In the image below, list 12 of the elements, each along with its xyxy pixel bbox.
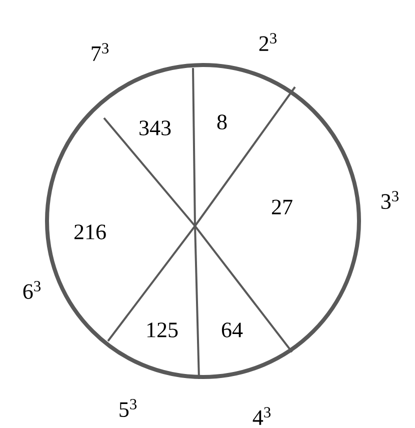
number-label: 125 (147, 322, 178, 338)
number-label: 3$^{3}$ (381, 191, 398, 209)
number-label: 7$^{3}$ (92, 43, 108, 61)
number-label: 8 (217, 114, 227, 130)
number-label: 6$^{3}$ (23, 281, 40, 299)
number-label: 216 (74, 224, 106, 240)
number-label: 27 (272, 200, 292, 214)
number-label: 4$^{3}$ (252, 407, 270, 425)
number-label: 2$^{3}$ (259, 33, 276, 51)
number-label: 64 (222, 322, 243, 338)
number-label: 343 (140, 120, 171, 136)
number-label: 5$^{3}$ (120, 399, 136, 417)
